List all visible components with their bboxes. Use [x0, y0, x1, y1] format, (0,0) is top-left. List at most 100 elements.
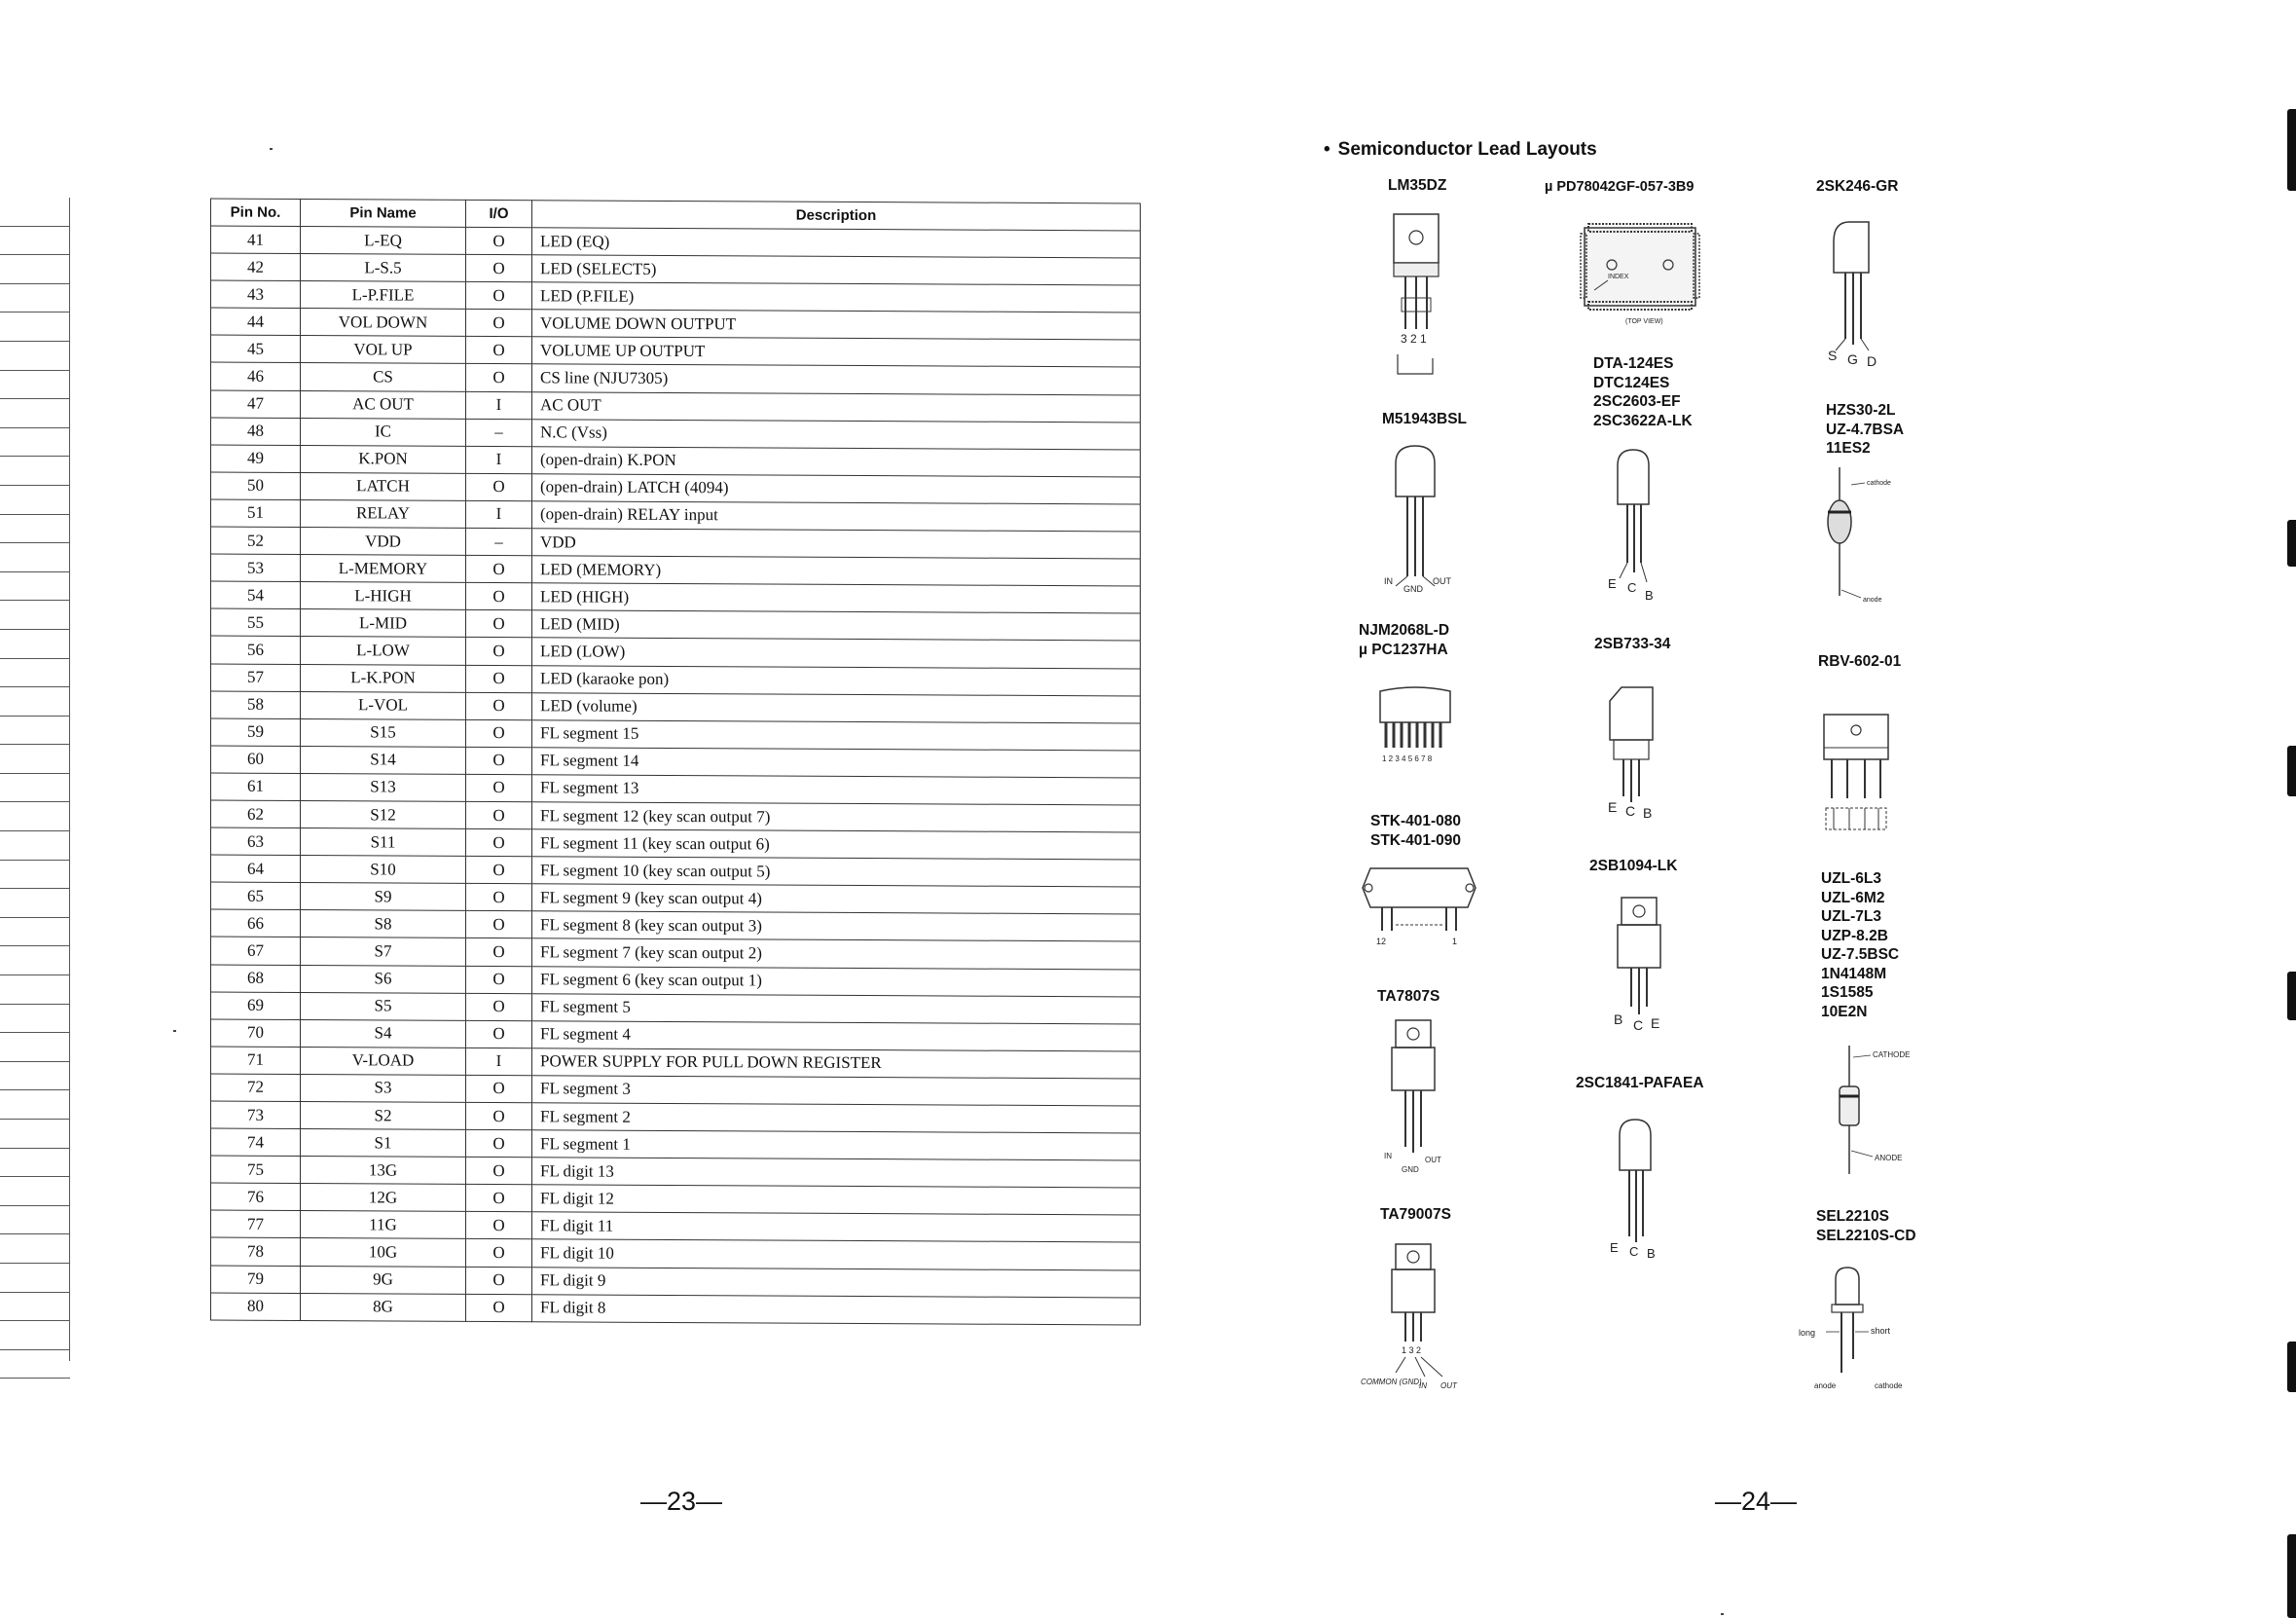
- pin-io-cell: O: [465, 801, 532, 829]
- pin-io-cell: O: [465, 828, 532, 857]
- pin-number-cell: 48: [210, 417, 301, 446]
- svg-text:B: B: [1614, 1011, 1622, 1027]
- hzs-cathode-label: cathode: [1867, 480, 1891, 487]
- pin-io-cell: O: [465, 336, 532, 365]
- svg-text:S: S: [1828, 348, 1837, 363]
- svg-text:G: G: [1847, 351, 1858, 367]
- pin-io-cell: O: [465, 1211, 532, 1240]
- upd78042-package-drawing: INDEX (TOP VIEW): [1580, 222, 1707, 329]
- pin-io-cell: O: [465, 691, 532, 720]
- svg-text:GND: GND: [1402, 1165, 1419, 1174]
- pin-io-cell: O: [465, 609, 532, 639]
- scan-speck: [270, 148, 273, 150]
- pin-io-cell: O: [465, 774, 532, 802]
- uzl-cathode-label: CATHODE: [1873, 1050, 1911, 1059]
- pin-name-cell: L-P.FILE: [300, 280, 466, 310]
- binding-tab: [2287, 972, 2296, 1020]
- rbv602-package-drawing: [1820, 711, 1898, 847]
- pin-number-cell: 79: [210, 1265, 301, 1294]
- pin-name-cell: 8G: [300, 1293, 466, 1322]
- pin-number-cell: 50: [210, 471, 301, 500]
- pin-name-cell: 10G: [300, 1237, 466, 1267]
- pin-description-cell: LED (MEMORY): [531, 555, 1141, 587]
- pin-name-cell: S15: [300, 718, 466, 748]
- pin-name-cell: S9: [300, 882, 466, 911]
- svg-text:OUT: OUT: [1433, 576, 1452, 586]
- pin-description-cell: VOLUME DOWN OUTPUT: [531, 310, 1141, 341]
- svg-text:OUT: OUT: [1440, 1381, 1458, 1390]
- pin-io-cell: O: [465, 309, 532, 338]
- pin-name-cell: K.PON: [300, 445, 466, 474]
- pin-description-cell: LED (MID): [531, 610, 1141, 642]
- pin-name-cell: S12: [300, 800, 466, 829]
- left-edge-ruled-lines: [0, 198, 70, 1379]
- pin-description-cell: FL digit 10: [531, 1239, 1141, 1270]
- pin-io-cell: O: [465, 1075, 532, 1103]
- pin-description-cell: FL segment 5: [531, 993, 1141, 1024]
- dta124-package-drawing: E C B: [1604, 446, 1682, 603]
- part-label-ta7807: TA7807S: [1377, 988, 1440, 1005]
- header-pin-no: Pin No.: [210, 198, 301, 227]
- section-title: •Semiconductor Lead Layouts: [1324, 139, 1597, 161]
- part-label-upd78042: µ PD78042GF-057-3B9: [1545, 179, 1695, 195]
- svg-text:E: E: [1651, 1015, 1659, 1031]
- svg-text:IN: IN: [1384, 576, 1393, 586]
- pin-number-cell: 67: [210, 937, 301, 966]
- pin-description-cell: LED (SELECT5): [531, 254, 1141, 286]
- header-pin-name: Pin Name: [300, 199, 466, 228]
- pin-number-cell: 65: [210, 882, 301, 910]
- 2sb733-package-drawing: E C B: [1604, 681, 1682, 827]
- pin-io-cell: O: [465, 664, 532, 693]
- uzl-anode-label: ANODE: [1875, 1154, 1902, 1162]
- pin-name-cell: LATCH: [300, 472, 466, 501]
- pin-io-cell: I: [465, 446, 532, 474]
- pin-io-cell: O: [465, 281, 532, 311]
- sel2210-package-drawing: long short anode cathode: [1797, 1266, 1923, 1392]
- binding-tab: [2287, 746, 2296, 796]
- pin-description-cell: FL segment 6 (key scan output 1): [531, 966, 1141, 997]
- pin-number-cell: 54: [210, 581, 301, 609]
- pin-description-cell: LED (karaoke pon): [531, 665, 1141, 696]
- pin-name-cell: 9G: [300, 1266, 466, 1295]
- pin-name-cell: L-MEMORY: [300, 554, 466, 583]
- pin-name-cell: S4: [300, 1019, 466, 1048]
- pin-number-cell: 75: [210, 1156, 301, 1184]
- pin-description-cell: FL digit 11: [531, 1212, 1141, 1243]
- pin-description-cell: LED (EQ): [531, 227, 1141, 259]
- lm35dz-package-drawing: 3 2 1: [1390, 212, 1448, 378]
- pin-number-cell: 43: [210, 280, 301, 309]
- pin-name-cell: S10: [300, 855, 466, 884]
- pin-number-cell: 52: [210, 527, 301, 555]
- pin-number-cell: 45: [210, 335, 301, 363]
- pin-io-cell: O: [465, 637, 532, 666]
- pin-io-cell: O: [465, 254, 532, 282]
- scan-speck: [1721, 1613, 1724, 1615]
- pin-name-cell: CS: [300, 362, 466, 391]
- pin-number-cell: 56: [210, 636, 301, 664]
- header-description: Description: [531, 200, 1141, 232]
- pin-name-cell: VOL UP: [300, 335, 466, 364]
- pin-description-cell: VOLUME UP OUTPUT: [531, 337, 1141, 368]
- binding-tab: [2287, 109, 2296, 191]
- bullet-icon: •: [1324, 139, 1330, 160]
- pin-name-cell: S5: [300, 992, 466, 1021]
- pin-name-cell: RELAY: [300, 499, 466, 529]
- svg-text:C: C: [1625, 803, 1635, 819]
- pin-number-cell: 72: [210, 1073, 301, 1102]
- pin-number-cell: 64: [210, 855, 301, 883]
- pin-number-cell: 61: [210, 772, 301, 801]
- pin-name-cell: S6: [300, 965, 466, 993]
- pin-io-cell: O: [465, 1266, 532, 1295]
- pin-io-cell: O: [465, 1184, 532, 1213]
- upd-index-label: INDEX: [1608, 274, 1629, 280]
- pin-description-cell: FL segment 2: [531, 1102, 1141, 1134]
- part-label-2sc1841: 2SC1841-PAFAEA: [1576, 1075, 1704, 1091]
- pin-io-cell: O: [465, 363, 532, 392]
- pin-name-cell: S8: [300, 909, 466, 938]
- pin-number-cell: 60: [210, 745, 301, 774]
- pin-description-cell: N.C (Vss): [531, 419, 1141, 450]
- part-label-ta79007: TA79007S: [1380, 1206, 1451, 1223]
- pin-description-cell: VDD: [531, 528, 1141, 560]
- svg-text:COMMON (GND): COMMON (GND): [1361, 1378, 1422, 1386]
